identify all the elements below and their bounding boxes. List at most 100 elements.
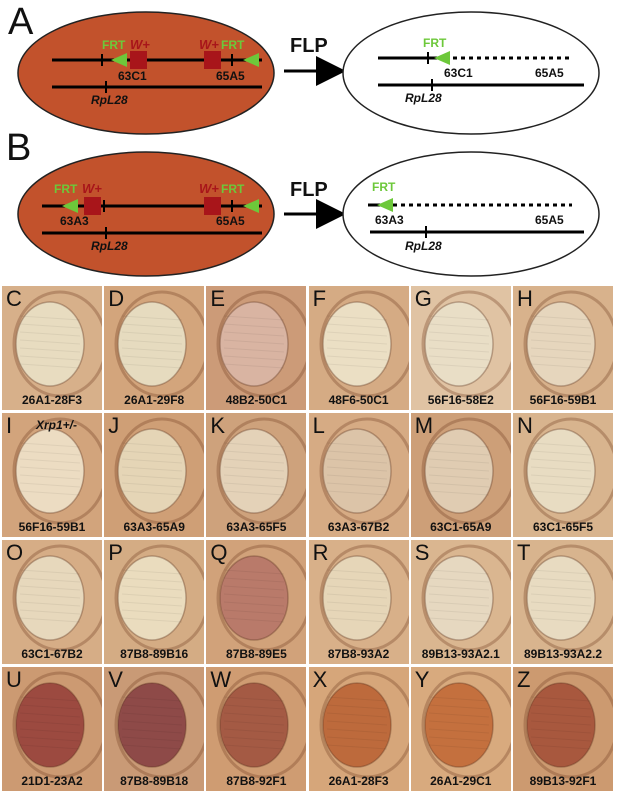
- band-right-label: 65A5: [535, 66, 564, 80]
- ommatidia-texture: [122, 315, 183, 321]
- ommatidia-texture: [19, 593, 81, 599]
- deficiency-label: 56F16-58E2: [427, 393, 494, 407]
- frt-left-icon: [62, 199, 78, 213]
- ommatidia-texture: [428, 474, 489, 480]
- deficiency-label: 63C1-65A9: [430, 520, 492, 534]
- ommatidia-texture: [122, 323, 183, 329]
- ommatidia-texture: [224, 696, 285, 702]
- ommatidia-texture: [326, 712, 387, 718]
- ommatidia-texture: [428, 347, 489, 353]
- ommatidia-texture: [19, 323, 81, 329]
- ommatidia-texture: [19, 744, 81, 750]
- ommatidia-texture: [530, 609, 592, 615]
- ommatidia-texture: [530, 458, 592, 464]
- ommatidia-texture: [224, 593, 285, 599]
- ommatidia-texture: [428, 363, 489, 369]
- ommatidia-texture: [19, 363, 81, 369]
- ommatidia-texture: [326, 696, 387, 702]
- ommatidia-texture: [122, 585, 183, 591]
- ommatidia-texture: [326, 617, 387, 623]
- ommatidia-texture: [224, 323, 285, 329]
- ommatidia-texture: [224, 315, 285, 321]
- deficiency-label: 56F16-59B1: [18, 520, 86, 534]
- ommatidia-texture: [224, 712, 285, 718]
- frt-right-label: FRT: [221, 182, 245, 196]
- ommatidia-texture: [326, 315, 387, 321]
- panel-letter: N: [517, 413, 533, 438]
- frt-left-label: FRT: [54, 182, 78, 196]
- fly-eye-photo: [513, 413, 613, 537]
- eye-panel-n: N 63C1-65F5: [513, 413, 613, 537]
- compound-eye: [117, 555, 187, 641]
- ommatidia-texture: [122, 712, 183, 718]
- w-left-box: [130, 51, 147, 69]
- frt-label: FRT: [372, 180, 396, 194]
- ommatidia-texture: [428, 442, 489, 448]
- rpl28-label: RpL28: [405, 91, 442, 105]
- eye-panel-f: F 48F6-50C1: [308, 286, 409, 410]
- ommatidia-texture: [224, 601, 285, 607]
- ommatidia-texture: [122, 450, 183, 456]
- fly-eye-photo: [206, 286, 307, 410]
- compound-eye: [321, 428, 392, 514]
- ommatidia-texture: [530, 617, 592, 623]
- panel-letter: F: [312, 286, 327, 311]
- ommatidia-texture: [326, 704, 387, 710]
- panel-letter: E: [210, 286, 226, 311]
- deficiency-label: 48F6-50C1: [328, 393, 389, 407]
- compound-eye: [321, 682, 392, 768]
- ommatidia-texture: [224, 363, 285, 369]
- ommatidia-texture: [530, 704, 592, 710]
- ommatidia-texture: [326, 577, 387, 583]
- ommatidia-texture: [224, 466, 285, 472]
- deficiency-label: 63C1-65F5: [532, 520, 594, 534]
- frt-icon: [377, 198, 393, 212]
- panel-letter: D: [108, 286, 125, 311]
- fly-eye-photo: [513, 540, 613, 664]
- ommatidia-texture: [530, 696, 592, 702]
- ommatidia-texture: [530, 577, 592, 583]
- ommatidia-texture: [19, 704, 81, 710]
- deficiency-label: 87B8-93A2: [327, 647, 390, 661]
- ommatidia-texture: [326, 585, 387, 591]
- fly-eye-photo: [513, 286, 613, 410]
- deficiency-label: 63C1-67B2: [21, 647, 83, 661]
- panel-letter: K: [210, 413, 226, 438]
- frt-label: FRT: [423, 36, 447, 50]
- panel-letter: T: [517, 540, 531, 565]
- compound-eye: [424, 555, 494, 641]
- ommatidia-texture: [326, 355, 387, 361]
- ommatidia-texture: [530, 331, 592, 337]
- ommatidia-texture: [326, 744, 387, 750]
- frt-icon: [434, 51, 450, 65]
- deficiency-label: 56F16-59B1: [529, 393, 597, 407]
- deficiency-label: 48B2-50C1: [225, 393, 288, 407]
- ommatidia-texture: [19, 355, 81, 361]
- compound-eye: [321, 555, 392, 641]
- ommatidia-texture: [224, 482, 285, 488]
- compound-eye: [15, 301, 85, 387]
- ommatidia-texture: [19, 347, 81, 353]
- fly-eye-photo: [410, 667, 511, 791]
- panel-letter: L: [312, 413, 325, 438]
- ommatidia-texture: [19, 458, 81, 464]
- ommatidia-texture: [224, 339, 285, 345]
- ommatidia-texture: [326, 490, 387, 496]
- ommatidia-texture: [122, 736, 183, 742]
- ommatidia-texture: [224, 609, 285, 615]
- panel-letter: U: [6, 667, 22, 692]
- ommatidia-texture: [326, 450, 387, 456]
- ommatidia-texture: [19, 569, 81, 575]
- ommatidia-texture: [530, 720, 592, 726]
- compound-eye: [15, 428, 85, 514]
- ommatidia-texture: [326, 593, 387, 599]
- ommatidia-texture: [530, 601, 592, 607]
- genotype-note: Xrp1+/-: [36, 418, 78, 432]
- ommatidia-texture: [428, 744, 489, 750]
- ommatidia-texture: [122, 347, 183, 353]
- ommatidia-texture: [19, 601, 81, 607]
